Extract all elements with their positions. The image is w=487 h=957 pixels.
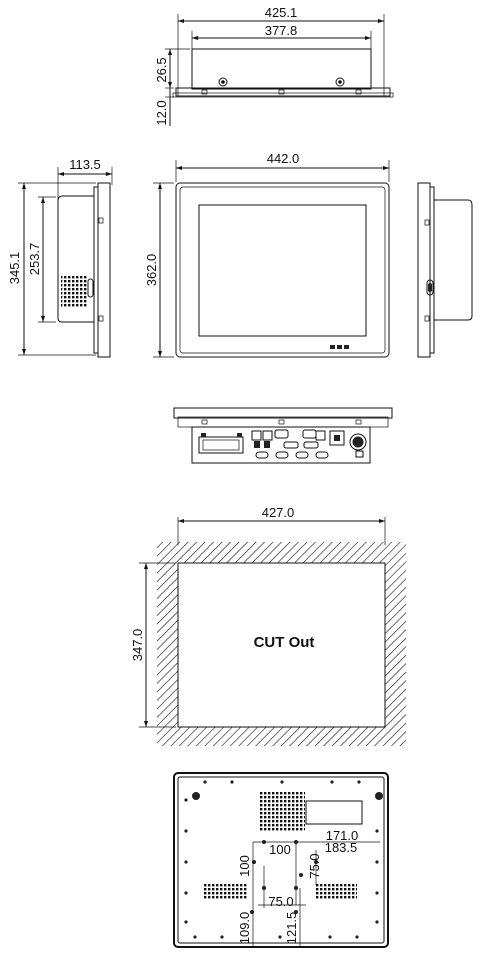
side-vent	[61, 275, 87, 307]
rear-dim-183: 183.5	[325, 840, 358, 855]
perimeter-screw-holes	[184, 780, 379, 939]
cutout-label: CUT Out	[254, 634, 315, 651]
top-body-depth-label: 26.5	[154, 57, 169, 82]
bottom-view	[173, 407, 393, 464]
rear-vent-right	[315, 883, 357, 899]
top-overall-width-label: 425.1	[265, 5, 298, 20]
rear-dim-75-horizontal: 75.0	[268, 894, 293, 909]
rear-dim-100-vertical: 100	[237, 855, 252, 877]
cutout-view: 427.0 347.0 CUT Out	[130, 505, 406, 746]
rear-dim-171: 171.0	[326, 828, 359, 843]
rear-vent-top	[260, 791, 305, 832]
top-inner-width-label: 377.8	[265, 23, 298, 38]
front-width-label: 442.0	[267, 151, 300, 166]
right-side-view	[417, 182, 473, 358]
rear-dim-100-horizontal: 100	[269, 842, 291, 857]
top-view: 425.1 377.8 26.5 12.0	[154, 5, 394, 126]
cutout-width-label: 427.0	[262, 505, 295, 520]
front-view: 442.0 362.0	[144, 151, 390, 358]
side-inner-height-label: 253.7	[27, 243, 42, 276]
front-height-label: 362.0	[144, 254, 159, 287]
rear-view: 171.0 183.5 100 100 75.0 75.0 109.0 121.…	[173, 772, 389, 948]
cutout-height-label: 347.0	[130, 629, 145, 662]
side-depth-label: 113.5	[69, 157, 101, 172]
left-side-view: 113.5 345.1 253.7	[7, 157, 113, 358]
rear-vent-left	[203, 883, 248, 899]
rear-dim-109: 109.0	[237, 912, 252, 945]
top-bezel-depth-label: 12.0	[154, 100, 169, 125]
rear-dim-75-vertical: 75.0	[307, 853, 322, 878]
rear-dim-121: 121.5	[284, 912, 299, 945]
hatched-frame	[157, 542, 406, 746]
side-outer-height-label: 345.1	[7, 252, 22, 285]
